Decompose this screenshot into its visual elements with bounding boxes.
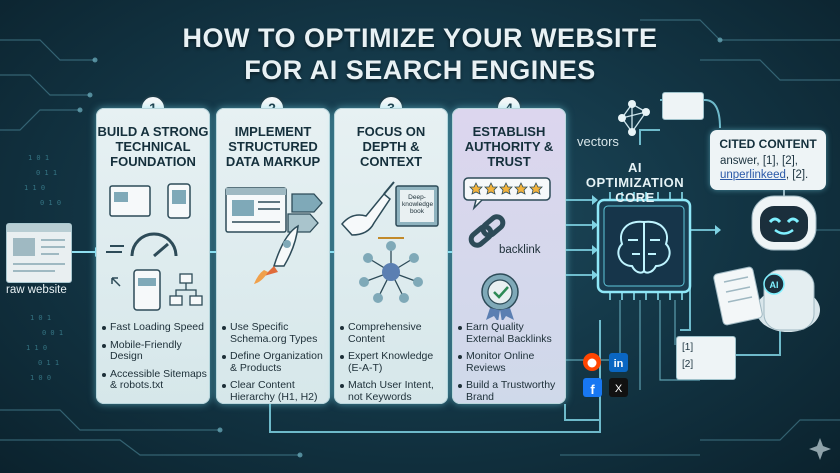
robot-badge: AI [770, 280, 779, 290]
cited-content-body: answer, [1], [2], unperlinkeed, [2]. [720, 154, 824, 182]
step-bullets-3: Comprehensive Content Expert Knowledge (… [340, 321, 446, 409]
raw-website-label: raw website [6, 284, 67, 296]
cited-line-1: answer, [1], [2], [720, 155, 798, 167]
svg-text:1 0 1: 1 0 1 [30, 314, 51, 322]
svg-text:1 1 0: 1 1 0 [26, 344, 47, 352]
step-title-2: IMPLEMENT STRUCTURED DATA MARKUP [225, 124, 321, 169]
step-title-3: FOCUS ON DEPTH & CONTEXT [356, 124, 426, 169]
page-title-line-2: FOR AI SEARCH ENGINES [244, 55, 596, 85]
book-label: Deep-knowledge book [402, 194, 434, 215]
ai-core-title: AI OPTIMIZATION CORE [585, 160, 685, 205]
bullet: Fast Loading Speed [102, 321, 208, 334]
sparkle-icon [809, 438, 831, 460]
step-card-1: BUILD A STRONG TECHNICAL FOUNDATION F [96, 108, 210, 404]
step-title-4: ESTABLISH AUTHORITY & TRUST [464, 124, 554, 169]
bullet: Define Organization & Products [222, 350, 328, 374]
svg-text:1 0 1: 1 0 1 [28, 154, 49, 162]
bullet: Use Specific Schema.org Types [222, 321, 328, 345]
step-bullets-2: Use Specific Schema.org Types Define Org… [222, 321, 328, 409]
ai-core-chip-icon [596, 192, 692, 300]
step-bullets-1: Fast Loading Speed Mobile-Friendly Desig… [102, 321, 208, 398]
bullet: Clear Content Hierarchy (H1, H2) [222, 379, 328, 403]
vector-network-icon [618, 100, 650, 136]
svg-text:0 1 0: 0 1 0 [40, 199, 61, 207]
x-icon [609, 378, 628, 397]
ref-1: [1] [682, 342, 694, 353]
svg-text:0 1 1: 0 1 1 [36, 169, 57, 177]
cited-content-box: CITED CONTENT answer, [1], [2], unperlin… [710, 130, 826, 190]
bullet: Match User Intent, not Keywords [340, 379, 446, 403]
step-title-1: BUILD A STRONG TECHNICAL FOUNDATION [97, 124, 209, 169]
svg-text:0 0 1: 0 0 1 [42, 329, 63, 337]
step-card-4: ESTABLISH AUTHORITY & TRUST [452, 108, 566, 404]
cited-line-2-rest: , [2]. [785, 169, 809, 181]
vector-document-icon [662, 92, 704, 120]
ref-2: [2] [682, 359, 694, 370]
x-label: X [615, 383, 623, 395]
bullet: Mobile-Friendly Design [102, 339, 208, 363]
backlink-label: backlink [499, 244, 541, 256]
linkedin-label: in [614, 358, 624, 370]
bullet: Accessible Sitemaps & robots.txt [102, 368, 208, 392]
technical-foundation-icons [96, 174, 210, 320]
authority-trust-icons [452, 174, 566, 322]
structured-data-icons [216, 174, 330, 320]
step-bullets-4: Earn Quality External Backlinks Monitor … [458, 321, 564, 409]
social-icons [583, 353, 628, 397]
facebook-label: f [590, 382, 595, 397]
ai-robot-icon [713, 180, 820, 332]
references-card: [1] [2] [676, 336, 736, 380]
cited-link[interactable]: unperlinkeed [720, 169, 786, 181]
bullet: Comprehensive Content [340, 321, 446, 345]
bullet: Monitor Online Reviews [458, 350, 564, 374]
depth-context-icons [334, 174, 448, 320]
facebook-icon [583, 378, 602, 397]
cited-content-heading: CITED CONTENT [719, 137, 817, 151]
raw-website-icon [6, 223, 72, 283]
vectors-label: vectors [577, 134, 619, 149]
step-card-2: IMPLEMENT STRUCTURED DATA MARKUP Use Spe… [216, 108, 330, 404]
bullet: Earn Quality External Backlinks [458, 321, 564, 345]
svg-text:1 0 0: 1 0 0 [30, 374, 51, 382]
bullet: Build a Trustworthy Brand [458, 379, 564, 403]
linkedin-icon [609, 353, 628, 372]
svg-text:1 1 0: 1 1 0 [24, 184, 45, 192]
svg-text:0 1 1: 0 1 1 [38, 359, 59, 367]
step-card-3: FOCUS ON DEPTH & CONTEXT Deep-knowledge … [334, 108, 448, 404]
bullet: Expert Knowledge (E-A-T) [340, 350, 446, 374]
page-title-line-1: HOW TO OPTIMIZE YOUR WEBSITE [182, 23, 658, 53]
